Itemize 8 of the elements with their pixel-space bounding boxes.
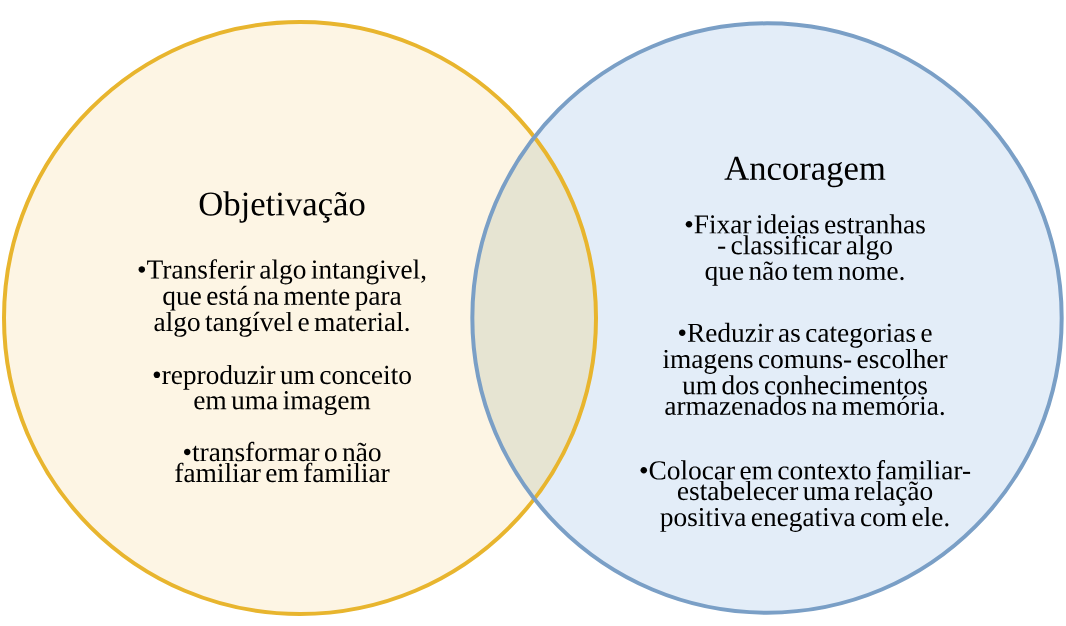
heading: Objetivação — [199, 191, 365, 223]
heading: Ancoragem — [724, 156, 886, 188]
bullet-text: •Transferir algo intangivel, que está na mente para algo tangível e material. — [138, 259, 426, 337]
bullet-text: •Fixar ideias estranhas - classificar algo que não tem nome. — [685, 214, 925, 286]
bullet-text: •reproduzir um conceito em uma imagem — [153, 364, 411, 416]
bullet-text: •Reduzir as categorias e imagens comuns- escolher um dos conhecimentos armazenados na memória. — [663, 322, 948, 416]
bullet-text: •transformar o não familiar em familiar — [175, 441, 390, 483]
bullet-text: •Colocar em contexto familiar- estabelecer uma relação positiva enegativa com ele. — [640, 460, 971, 532]
